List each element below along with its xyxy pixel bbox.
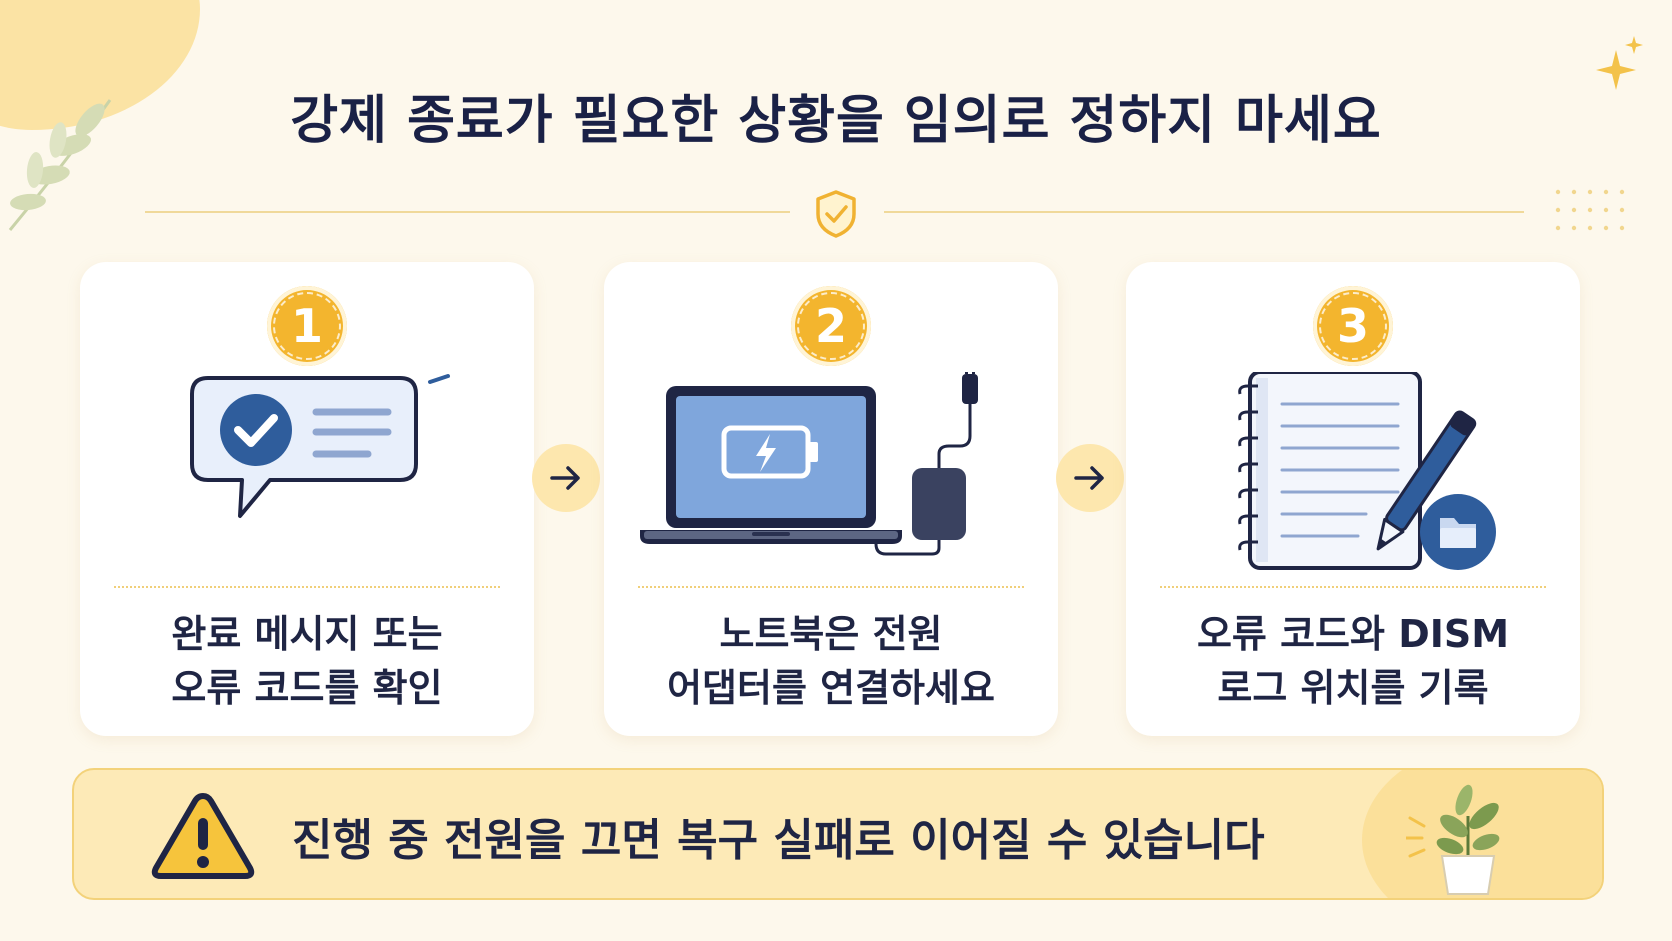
laptop-charging-icon [640,372,978,556]
title-divider-right [884,211,1524,213]
message-check-icon [190,374,450,518]
page-title: 강제 종료가 필요한 상황을 임의로 정하지 마세요 [290,91,1382,151]
arrow-right-icon [1074,466,1104,490]
card-divider [1160,586,1546,588]
step-number-badge: 1 [267,286,347,366]
card-divider [114,586,500,588]
arrow-right-icon [550,466,580,490]
warning-banner: 진행 중 전원을 끄면 복구 실패로 이어질 수 있습니다 [72,768,1604,900]
step-arrow-1 [532,444,600,512]
step-caption: 완료 메시지 또는 오류 코드를 확인 [80,607,534,715]
notebook-pen-icon [1238,372,1496,570]
step-card-1: 1 완료 메시지 또는 오류 코드를 확인 [80,262,534,736]
warning-text: 진행 중 전원을 끄면 복구 실패로 이어질 수 있습니다 [292,815,1265,866]
sparkle-icon [1596,36,1643,90]
leaf-icon [8,99,112,231]
step-caption: 오류 코드와 DISM 로그 위치를 기록 [1126,607,1580,715]
step-caption-line: 오류 코드를 확인 [171,666,443,710]
card-divider [638,586,1024,588]
step-number-badge: 2 [791,286,871,366]
step-caption: 노트북은 전원 어댑터를 연결하세요 [604,607,1058,715]
shield-check-icon [816,190,856,238]
step-number-badge: 3 [1313,286,1393,366]
step-arrow-2 [1056,444,1124,512]
step-caption-line: 오류 코드와 DISM [1196,612,1510,656]
step-caption-line: 노트북은 전원 [719,612,943,656]
step-card-2: 2 노트북은 전원 어댑터를 연결하세요 [604,262,1058,736]
title-divider-left [145,211,790,213]
step-caption-line: 완료 메시지 또는 [171,612,443,656]
step-caption-line: 어댑터를 연결하세요 [667,666,995,710]
step-card-3: 3 오 [1126,262,1580,736]
warning-icon [151,793,255,879]
plant-icon [1406,784,1500,895]
step-caption-line: 로그 위치를 기록 [1217,666,1489,710]
dot-grid-decoration [1555,189,1625,231]
